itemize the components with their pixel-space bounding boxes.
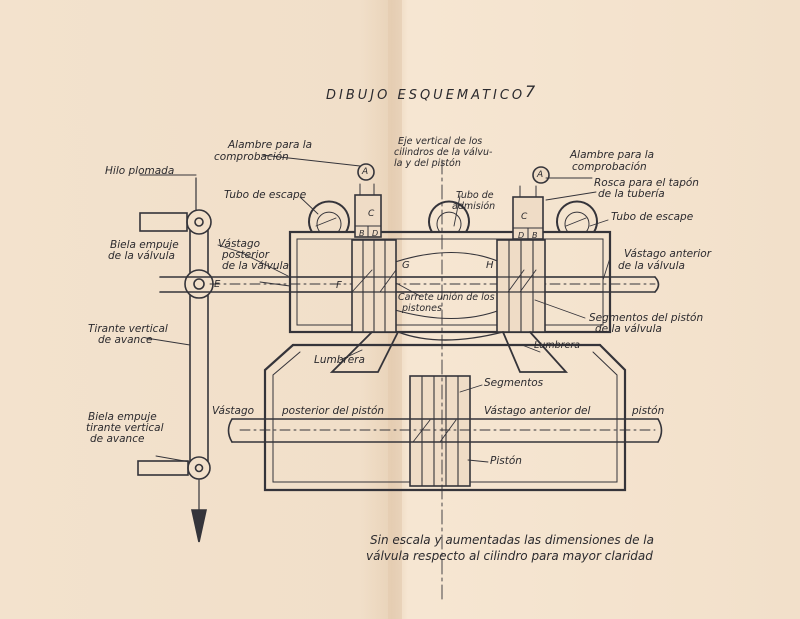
label-front-piston-rod-a: Vástago anterior del: [484, 405, 591, 417]
label-check-wire-left-2: comprobación: [214, 151, 289, 163]
letter-f: F: [336, 280, 342, 291]
letter-c-right: C: [521, 212, 528, 222]
label-check-wire-right-1: Alambre para la: [570, 149, 655, 161]
label-rings: Segmentos: [484, 377, 544, 389]
label-spool-2: pistones: [402, 303, 442, 314]
lower-pivot: [137, 456, 211, 480]
label-check-wire-left-1: Alambre para la: [228, 139, 313, 151]
leader-lines: [145, 154, 611, 463]
label-rod-pushrod-1: Biela empuje: [88, 411, 157, 423]
plumb-bob: [191, 479, 207, 543]
label-exhaust-left: Tubo de escape: [224, 189, 307, 201]
label-port-right: Lumbrera: [534, 340, 581, 351]
label-thread-2: de la tubería: [598, 188, 665, 200]
label-rear-valve-rod-2: posterior: [222, 249, 270, 261]
caption-line-1: Sin escala y aumentadas las dimensiones …: [370, 533, 654, 547]
label-valve-pushrod-1: Biela empuje: [110, 239, 179, 251]
label-plumb-line: Hilo plomada: [105, 165, 175, 177]
exhaust-pipe-left: [308, 200, 350, 233]
upper-pivot: [139, 209, 212, 235]
letter-b-left: B: [359, 229, 365, 238]
check-block-right: [512, 166, 550, 240]
exhaust-pipe-right: [556, 200, 598, 233]
label-valve-rings-1: Segmentos del pistón: [589, 312, 704, 324]
label-port-left: Lumbrera: [314, 354, 365, 366]
label-advance-rod-1: Tirante vertical: [88, 323, 168, 335]
label-rear-valve-rod-1: Vástago: [218, 238, 261, 250]
vertical-advance-rod: [189, 221, 209, 471]
letter-b-right: B: [532, 231, 538, 240]
letter-d-left: D: [372, 229, 379, 238]
label-advance-rod-2: de avance: [98, 334, 153, 346]
label-rod-pushrod-2: tirante vertical: [86, 422, 164, 434]
letter-a-left: A: [362, 167, 369, 177]
valve-chest: [288, 230, 612, 334]
plumb-line: [139, 174, 197, 211]
label-rear-piston-rod-a: Vástago: [212, 405, 255, 417]
label-axis-2: cilindros de la válvu-: [394, 147, 493, 158]
intake-pipe: [428, 200, 470, 233]
letter-h: H: [486, 260, 494, 271]
label-piston: Pistón: [490, 455, 522, 467]
label-front-valve-rod-1: Vástago anterior: [624, 248, 712, 260]
middle-pivot: [184, 269, 214, 299]
label-thread-1: Rosca para el tapón: [594, 177, 699, 189]
caption-line-2: válvula respecto al cilindro para mayor …: [366, 549, 653, 563]
letter-e: E: [214, 279, 221, 290]
piston-rod: [227, 418, 663, 443]
letter-a-right: A: [537, 170, 544, 180]
label-exhaust-right: Tubo de escape: [611, 211, 694, 223]
label-front-valve-rod-2: de la válvula: [618, 260, 685, 272]
page-number: 7: [525, 82, 539, 101]
label-axis-1: Eje vertical de los: [398, 136, 483, 147]
label-intake-2: admisión: [452, 201, 496, 212]
label-intake-1: Tubo de: [456, 190, 494, 201]
ports: [329, 331, 569, 373]
label-spool-1: Carrete unión de los: [398, 292, 495, 303]
letter-g: G: [402, 260, 410, 271]
letter-c-left: C: [368, 209, 375, 219]
label-rear-piston-rod-b: posterior del pistón: [282, 405, 385, 417]
label-valve-rings-2: de la válvula: [595, 323, 662, 335]
letter-d-right: D: [518, 231, 525, 240]
check-block-left: [354, 163, 382, 238]
label-rod-pushrod-3: de avance: [90, 433, 145, 445]
label-axis-3: la y del pistón: [394, 158, 461, 169]
label-check-wire-right-2: comprobación: [572, 161, 647, 173]
page-title: DIBUJO ESQUEMATICO: [326, 88, 526, 103]
label-front-piston-rod-b: pistón: [632, 405, 665, 417]
label-valve-pushrod-2: de la válvula: [108, 250, 175, 262]
label-rear-valve-rod-3: de la válvula: [222, 260, 289, 272]
main-cylinder: [263, 343, 627, 492]
